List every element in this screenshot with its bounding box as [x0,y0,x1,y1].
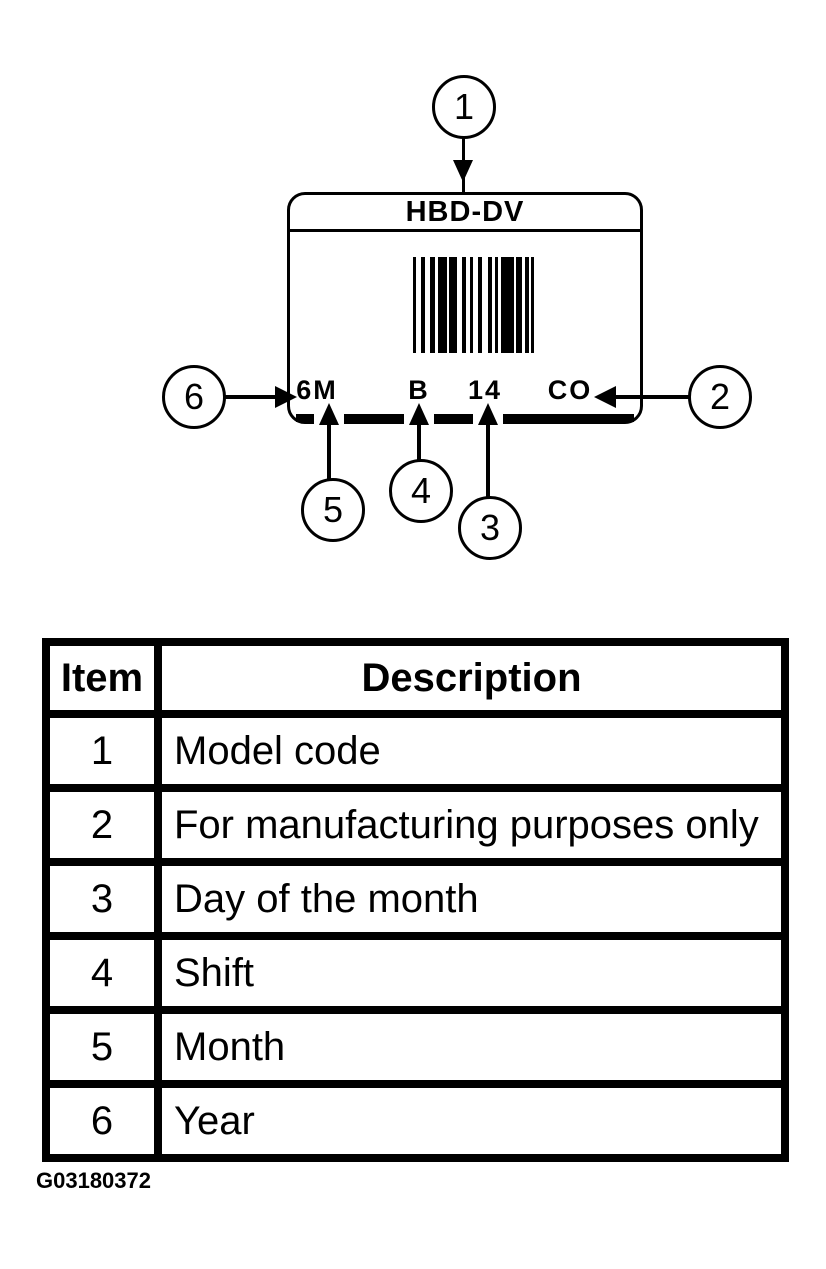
table-row: 1 Model code [42,710,789,792]
callout-4: 4 [389,459,453,523]
barcode-bar [525,257,529,353]
item-description: Month [154,1006,789,1088]
arrow-up-icon [478,403,498,425]
callout-4-number: 4 [410,470,432,511]
barcode-bar [462,257,466,353]
item-description: Model code [154,710,789,792]
model-code-band: HBD-DV [290,195,640,232]
barcode-bar [430,257,435,353]
item-description: Year [154,1080,789,1162]
table-row: 2 For manufacturing purposes only [42,784,789,866]
callout-3-number: 3 [479,507,501,548]
barcode-icon [413,257,534,353]
leader-line-3 [486,425,490,497]
callout-1: 1 [432,75,496,139]
barcode-bar [488,257,492,353]
arrow-right-icon [275,386,297,408]
arrow-down-icon [453,160,473,182]
arrow-up-icon [409,403,429,425]
callout-5: 5 [301,478,365,542]
header-item: Item [42,638,162,718]
code-shift: B [408,375,430,405]
item-number: 4 [42,932,162,1014]
arrow-up-icon [319,403,339,425]
barcode-bar [501,257,514,353]
table-row: 3 Day of the month [42,858,789,940]
barcode-bar [495,257,498,353]
barcode-bar [413,257,416,353]
model-code-text: HBD-DV [405,196,525,228]
callout-2: 2 [688,365,752,429]
callout-5-number: 5 [322,489,344,530]
table-row: 4 Shift [42,932,789,1014]
barcode-bar [478,257,482,353]
callout-2-number: 2 [709,376,731,417]
barcode-bar [516,257,522,353]
table-row: 6 Year [42,1080,789,1162]
item-number: 2 [42,784,162,866]
barcode-bar [531,257,534,353]
item-number: 1 [42,710,162,792]
product-label: HBD-DV 6M B 14 CO [287,192,643,424]
item-description: For manufacturing purposes only [154,784,789,866]
item-number: 3 [42,858,162,940]
item-number: 5 [42,1006,162,1088]
leader-line-2 [612,395,690,399]
header-description: Description [154,638,789,718]
barcode-bar [421,257,425,353]
legend-table: Item Description 1 Model code 2 For manu… [42,638,789,1162]
callout-6-number: 6 [183,376,205,417]
item-number: 6 [42,1080,162,1162]
label-bottom-edge [296,414,634,422]
leader-line-6 [223,395,279,399]
figure-id: G03180372 [36,1168,151,1193]
arrow-left-icon [594,386,616,408]
barcode-bar [470,257,473,353]
item-description: Day of the month [154,858,789,940]
code-day: 14 [467,375,503,405]
table-header-row: Item Description [42,638,789,718]
callout-6: 6 [162,365,226,429]
code-mfg: CO [547,375,593,405]
code-year-month: 6M [296,375,338,405]
barcode-bar [449,257,457,353]
leader-line-4 [417,425,421,460]
barcode-bar [438,257,447,353]
item-description: Shift [154,932,789,1014]
callout-1-number: 1 [453,86,475,127]
callout-3: 3 [458,496,522,560]
leader-line-5 [327,425,331,479]
table-row: 5 Month [42,1006,789,1088]
